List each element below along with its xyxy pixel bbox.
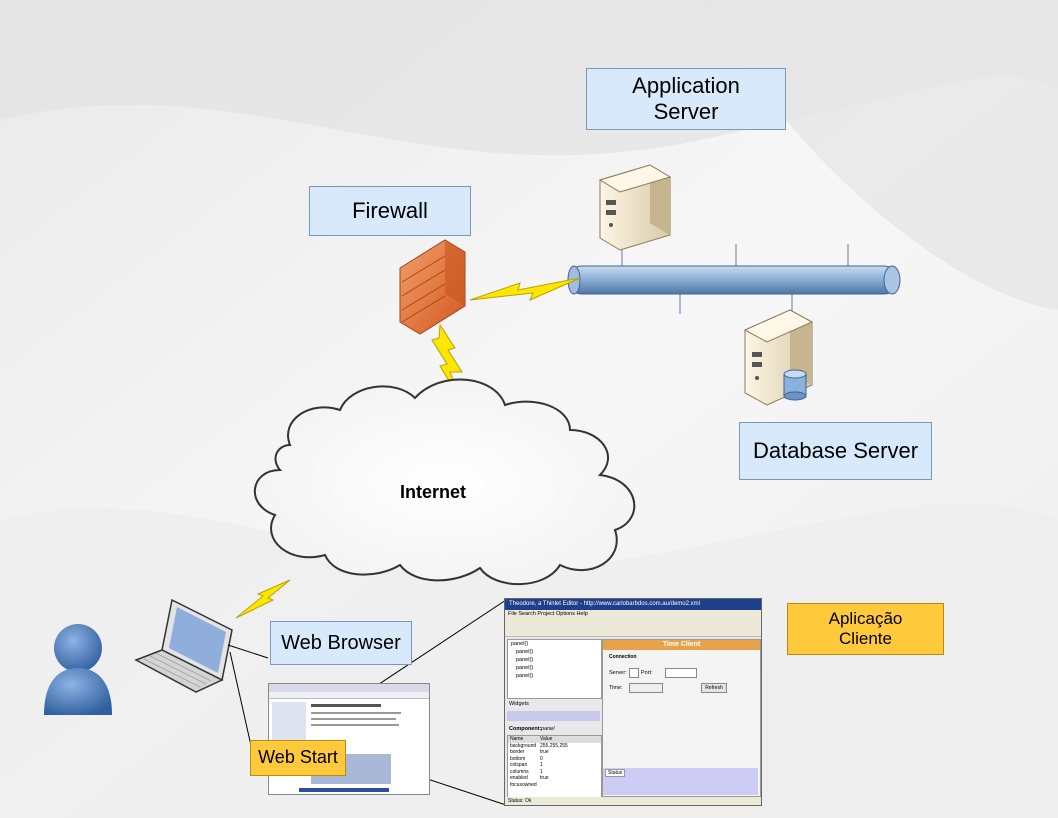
app-status-bar: Status: Ok (505, 797, 761, 805)
time-label: Time: (609, 685, 623, 691)
props-row: columns 1 (508, 769, 601, 776)
prop-name: border (510, 749, 525, 755)
connection-label: Connection (609, 654, 637, 660)
web-start-label: Web Start (250, 740, 346, 776)
server-dropdown (629, 668, 639, 678)
database-cylinder-icon (783, 369, 807, 401)
internet-cloud (254, 378, 636, 586)
prop-value: 1 (540, 768, 543, 775)
background-swoosh (700, 0, 1058, 310)
browser-text-line (311, 712, 401, 714)
prop-name: background (510, 742, 537, 749)
web-browser-label: Web Browser (270, 621, 412, 665)
web-start-text: Web Start (258, 747, 338, 768)
aplicacao-cliente-text: Aplicação Cliente (828, 608, 903, 648)
database-server-label: Database Server (739, 422, 932, 480)
prop-name: focusowned (510, 781, 537, 788)
props-header: Name Value (508, 736, 601, 743)
app-titlebar: Theodore, a Thinlet Editor - http://www.… (505, 599, 761, 610)
client-app-window: Theodore, a Thinlet Editor - http://www.… (504, 598, 762, 806)
tree-item: panel() (516, 665, 534, 671)
web-browser-text: Web Browser (281, 632, 401, 654)
prop-value: 0 (540, 755, 543, 762)
time-field (629, 683, 663, 693)
application-server-text: Application Server (632, 72, 740, 124)
browser-text-line (311, 704, 381, 707)
prop-value: true (540, 749, 549, 755)
props-row: enabled true (508, 775, 601, 782)
prop-name: colspan (510, 762, 528, 768)
database-server-text: Database Server (752, 437, 919, 463)
application-server-icon (598, 164, 672, 251)
widgets-toolbar (507, 711, 600, 721)
component-label: Component: (509, 726, 542, 732)
firewall-icon (399, 239, 466, 335)
status-tab: Status (605, 769, 626, 777)
props-header-value: Value (540, 736, 553, 742)
prop-value: 255,255,255 (540, 742, 568, 749)
lightning-link (235, 277, 581, 619)
internet-label: Internet (400, 482, 467, 502)
prop-value: true (540, 775, 549, 781)
component-value: panel (541, 726, 555, 732)
app-component-tree: panel() panel() panel() panel() panel() (507, 639, 602, 699)
tree-item: panel() (516, 657, 534, 663)
tree-item: panel() (516, 649, 534, 655)
network-bus (567, 244, 901, 314)
prop-value: 1 (540, 762, 543, 768)
prop-name: bottom (510, 755, 526, 762)
refresh-button: Refresh (701, 683, 727, 693)
browser-text-line (311, 724, 399, 726)
browser-toolbar (269, 684, 429, 692)
props-row: colspan 1 (508, 762, 601, 769)
browser-text-line (311, 718, 396, 720)
laptop-icon (134, 598, 233, 693)
firewall-text: Firewall (352, 197, 428, 223)
port-field (665, 668, 697, 678)
props-header-name: Name (510, 736, 524, 742)
application-server-label: Application Server (586, 68, 786, 130)
prop-name: columns (510, 768, 529, 775)
browser-footer-bar (299, 788, 389, 792)
form-title: Time Client (603, 640, 760, 650)
tree-item: panel() (516, 673, 534, 679)
props-row: focusowned (508, 782, 601, 789)
port-label: Port: (641, 670, 653, 676)
props-row: border true (508, 749, 601, 756)
tree-root: panel() (511, 641, 529, 647)
prop-name: enabled (510, 775, 528, 781)
browser-screenshot-thumbnail (268, 683, 430, 795)
aplicacao-cliente-label: Aplicação Cliente (787, 603, 944, 655)
server-label: Server: (609, 670, 627, 676)
browser-address-bar (269, 692, 429, 699)
app-form-preview: Time Client Connection Server: Port: Tim… (602, 639, 761, 797)
app-menu-bar: File Search Project Options Help (505, 610, 761, 618)
props-row: bottom 0 (508, 756, 601, 763)
firewall-label: Firewall (309, 186, 471, 236)
user-icon (44, 624, 112, 715)
form-status-area: Status (603, 768, 758, 795)
widgets-label: Widgets (509, 701, 529, 707)
app-toolbar (505, 618, 761, 637)
